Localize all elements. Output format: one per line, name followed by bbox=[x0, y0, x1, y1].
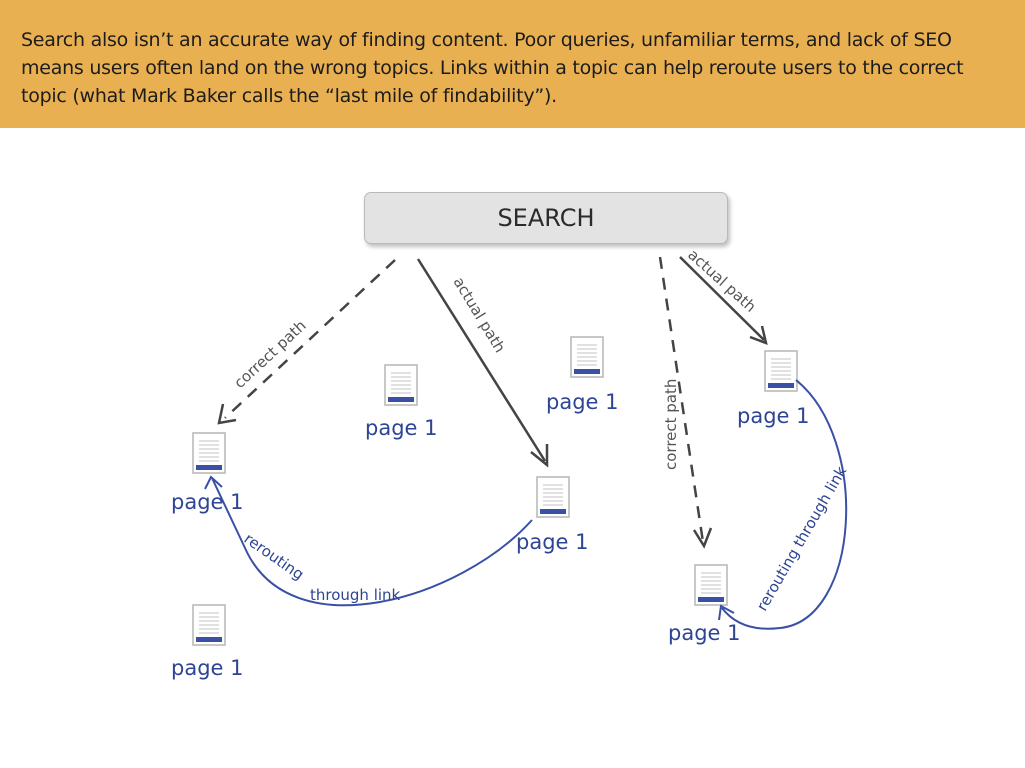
page-icon-center-top[interactable] bbox=[384, 364, 418, 406]
banner-text: Search also isn’t an accurate way of fin… bbox=[21, 29, 964, 107]
correct-path-label-right: correct path bbox=[662, 379, 680, 470]
correct-path-arrow-right bbox=[658, 256, 713, 549]
page-label-right-top: page 1 bbox=[737, 404, 810, 428]
page-label-center-top: page 1 bbox=[365, 416, 438, 440]
page-label-right-bottom: page 1 bbox=[668, 621, 741, 645]
actual-path-arrow-left bbox=[416, 258, 549, 468]
header-banner: Search also isn’t an accurate way of fin… bbox=[0, 0, 1025, 128]
actual-path-label-right: actual path bbox=[684, 246, 759, 316]
page-icon-middle[interactable] bbox=[570, 336, 604, 378]
page-icon-center-bottom[interactable] bbox=[536, 476, 570, 518]
search-label: SEARCH bbox=[497, 204, 595, 232]
actual-path-arrow-right bbox=[679, 256, 768, 345]
page-icon-right-bottom[interactable] bbox=[694, 564, 728, 606]
rerouting-label-right: rerouting through link bbox=[753, 463, 851, 614]
actual-path-label-left: actual path bbox=[450, 274, 509, 356]
page-icon-left[interactable] bbox=[192, 432, 226, 474]
correct-path-arrow-left bbox=[217, 259, 396, 425]
rerouting-curve-left bbox=[204, 475, 533, 607]
page-label-center-bottom: page 1 bbox=[516, 530, 589, 554]
page-icon-bottom-left[interactable] bbox=[192, 604, 226, 646]
page-label-bottom-left: page 1 bbox=[171, 656, 244, 680]
page-label-left: page 1 bbox=[171, 490, 244, 514]
correct-path-label-left: correct path bbox=[230, 317, 309, 392]
rerouting-label-left-part2: through link bbox=[310, 586, 401, 604]
rerouting-label-left-part1: rerouting bbox=[241, 530, 308, 584]
rerouting-curve-right bbox=[718, 379, 848, 630]
search-box[interactable]: SEARCH bbox=[364, 192, 728, 244]
page-icon-right-top[interactable] bbox=[764, 350, 798, 392]
page-label-middle: page 1 bbox=[546, 390, 619, 414]
